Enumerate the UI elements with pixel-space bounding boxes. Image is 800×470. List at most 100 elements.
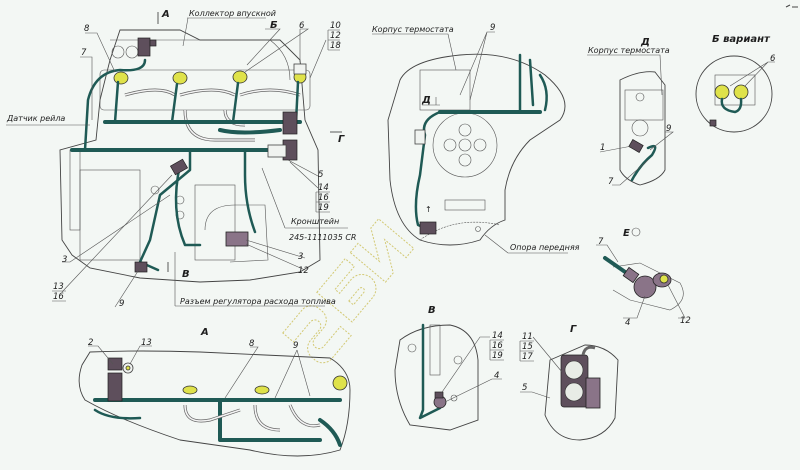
callout-11: 11	[522, 332, 533, 342]
view-mark-a: А	[161, 9, 170, 20]
engine-outline	[59, 29, 321, 283]
view-b-injector-2	[733, 84, 749, 100]
harness-injector-leads	[113, 80, 300, 124]
view-e	[596, 227, 686, 319]
callout-12: 12	[298, 266, 309, 276]
view-g-port-1	[564, 360, 584, 380]
view-g	[520, 336, 619, 441]
crank-sensor	[419, 221, 437, 235]
leader-9a	[274, 349, 311, 399]
callout-14: 14	[492, 331, 503, 341]
harness-main-connector	[282, 111, 298, 135]
callout-6: 6	[299, 21, 305, 31]
leader-7	[80, 56, 93, 120]
fuel-pipes-inner	[124, 89, 301, 96]
callout-18: 18	[330, 41, 341, 51]
harness-regulator-branch	[174, 163, 202, 247]
pulley-hub	[458, 138, 472, 152]
block-edge	[69, 149, 81, 231]
view-e-bolt-hole	[659, 274, 669, 284]
leader-1	[599, 145, 633, 153]
leader-thermostat	[372, 33, 457, 71]
view-g-pipe	[581, 345, 596, 356]
callout-2: 2	[88, 338, 93, 348]
watermark	[282, 218, 415, 364]
leader-b	[246, 28, 281, 66]
leader-3b	[245, 239, 306, 259]
view-a-injector-2	[254, 385, 270, 395]
view-e-outline	[612, 262, 684, 311]
pulley-hole	[458, 153, 472, 167]
harness-bracket-branch	[243, 148, 257, 234]
leader-6b	[729, 61, 775, 87]
watermark-letter-b	[316, 257, 377, 323]
callout-12: 12	[680, 316, 691, 326]
view-v-rod	[429, 324, 441, 376]
callout-12: 12	[330, 31, 341, 41]
callout-stack-frame	[327, 29, 340, 51]
corner-mark	[785, 4, 798, 8]
callout-7: 7	[598, 237, 604, 247]
view-d-arrow	[422, 97, 440, 106]
callout-16: 16	[318, 193, 329, 203]
leader-4v	[444, 378, 502, 403]
view-v-connector	[434, 391, 444, 399]
view-d-port	[631, 119, 649, 137]
view-a-harness-bundle	[318, 418, 342, 447]
view-e-sensor-body	[633, 275, 657, 299]
view-b-injector-1	[714, 84, 730, 100]
bolt	[150, 185, 160, 195]
callout-9: 9	[490, 23, 495, 33]
view-a-title: А	[200, 327, 209, 338]
callout-1: 1	[600, 143, 605, 153]
leader-8	[85, 32, 116, 73]
callout-19: 19	[318, 203, 329, 213]
manifold-port	[111, 45, 125, 59]
view-b-variant-title: Б вариант	[712, 34, 771, 45]
leader-5	[287, 159, 319, 177]
fuel-regulator-label: Разъем регулятора расхода топлива	[180, 297, 336, 306]
callout-13: 13	[53, 282, 64, 292]
callout-stack-frame	[315, 191, 330, 213]
cylinder-head	[99, 69, 311, 111]
pulley-hole	[458, 123, 472, 137]
leader-intake-manifold	[182, 17, 266, 47]
view-d-harness	[630, 144, 657, 182]
watermark-letter-i	[349, 218, 415, 283]
injector-2	[172, 71, 188, 85]
callout-10: 10	[330, 21, 341, 31]
view-b-circle	[695, 55, 773, 133]
thermostat-housing-label: Корпус термостата	[372, 25, 454, 34]
callout-5: 5	[522, 383, 527, 393]
view-e-sensor-neck	[622, 266, 640, 284]
leader-14-16-19	[289, 161, 319, 189]
callout-3: 3	[62, 255, 67, 265]
leader-3a	[62, 194, 171, 263]
view-e-marker	[631, 227, 641, 237]
callout-4: 4	[494, 371, 499, 381]
view-v-outline	[394, 324, 479, 431]
view-e-harness	[603, 256, 630, 276]
leader-front-support	[484, 234, 568, 254]
view-a-pipes	[183, 404, 321, 432]
view-a-connector-top	[107, 357, 123, 371]
view-v-title: В	[428, 305, 436, 316]
main-engine-view	[6, 12, 348, 308]
view-a-harness-left	[93, 408, 142, 420]
view-g-side-plate	[585, 377, 601, 409]
leader-9d	[649, 131, 674, 151]
front-connector	[414, 129, 426, 145]
view-d-housing	[624, 89, 664, 121]
leader-4e	[623, 295, 646, 319]
leader-2	[88, 345, 114, 365]
callout-9: 9	[293, 341, 298, 351]
leader-5g	[520, 391, 551, 399]
fuel-pump-housing	[79, 169, 141, 261]
harness-rail-sensor-branch	[83, 58, 147, 152]
pump-connector	[169, 158, 189, 176]
view-a-sensor-core	[125, 365, 131, 371]
view-a-harness-lower	[218, 398, 322, 442]
leader-6	[244, 28, 309, 73]
leader-bracket	[261, 167, 348, 229]
view-mark-e-arrow: ↑	[425, 205, 432, 214]
